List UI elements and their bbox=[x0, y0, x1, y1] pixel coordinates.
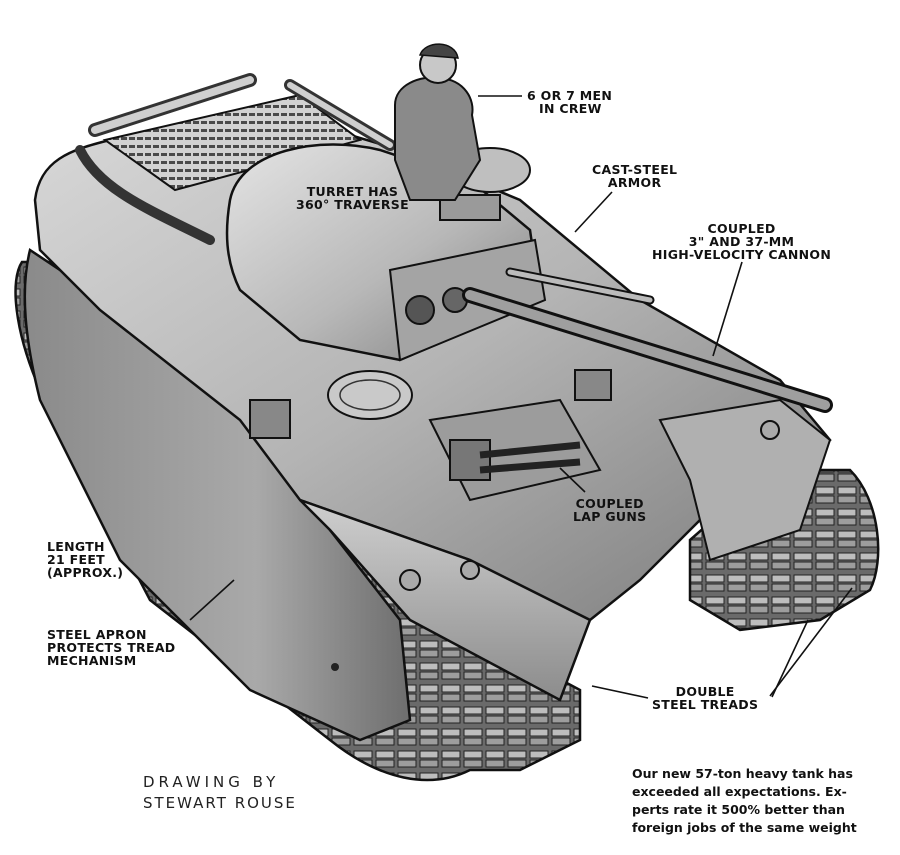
apron-label-line-2: PROTECTS TREAD bbox=[47, 640, 176, 655]
caption-line-2: exceeded all expectations. Ex- bbox=[632, 784, 847, 799]
leader-cannon bbox=[712, 261, 743, 357]
length-label-line-3: (APPROX.) bbox=[47, 565, 124, 580]
turret-label-line-1: TURRET HAS bbox=[306, 184, 399, 199]
apron-label-line-3: MECHANISM bbox=[47, 653, 137, 668]
artist-credit: DRAWING BY STEWART ROUSE bbox=[143, 772, 297, 814]
lap-guns-label-line-1: COUPLED bbox=[575, 496, 644, 511]
cannon-label: COUPLED 3" AND 37-MM HIGH-VELOCITY CANNO… bbox=[652, 222, 831, 261]
leader-lap-guns bbox=[559, 467, 586, 493]
turret-label-line-2: 360° TRAVERSE bbox=[296, 197, 409, 212]
treads-label-line-1: DOUBLE bbox=[675, 684, 735, 699]
turret-label: TURRET HAS 360° TRAVERSE bbox=[296, 185, 409, 211]
leader-treads-left bbox=[591, 685, 649, 699]
crew-label-line-1: 6 OR 7 MEN bbox=[527, 88, 613, 103]
credit-line-1: DRAWING BY bbox=[143, 773, 280, 791]
cannon-label-line-1: COUPLED bbox=[707, 221, 776, 236]
caption-text: Our new 57-ton heavy tank has exceeded a… bbox=[632, 765, 857, 837]
lap-guns-label-line-2: LAP GUNS bbox=[573, 509, 647, 524]
cannon-label-line-2: 3" AND 37-MM bbox=[688, 234, 795, 249]
steel-apron bbox=[23, 247, 412, 742]
crew-label: 6 OR 7 MEN IN CREW bbox=[527, 89, 612, 115]
leader-apron bbox=[189, 579, 235, 621]
armor-label-line-2: ARMOR bbox=[607, 175, 662, 190]
caption-line-3: perts rate it 500% better than bbox=[632, 802, 845, 817]
leader-armor bbox=[574, 191, 613, 233]
crewman-figure bbox=[394, 43, 482, 201]
treads-label: DOUBLE STEEL TREADS bbox=[652, 685, 758, 711]
apron-label-line-1: STEEL APRON bbox=[47, 627, 147, 642]
lap-guns-label: COUPLED LAP GUNS bbox=[573, 497, 646, 523]
treads-label-line-2: STEEL TREADS bbox=[652, 697, 759, 712]
length-label: LENGTH 21 FEET (APPROX.) bbox=[47, 540, 123, 579]
credit-line-2: STEWART ROUSE bbox=[143, 794, 297, 812]
cannon-label-line-3: HIGH-VELOCITY CANNON bbox=[652, 247, 832, 262]
length-label-line-2: 21 FEET bbox=[47, 552, 105, 567]
main-cannon bbox=[462, 267, 833, 413]
caption-line-4: foreign jobs of the same weight bbox=[632, 820, 857, 835]
crew-label-line-2: IN CREW bbox=[539, 101, 602, 116]
armor-label-line-1: CAST-STEEL bbox=[592, 162, 678, 177]
armor-label: CAST-STEEL ARMOR bbox=[592, 163, 677, 189]
leader-treads-right-1 bbox=[769, 587, 853, 697]
caption-line-1: Our new 57-ton heavy tank has bbox=[632, 766, 853, 781]
leader-lines bbox=[189, 95, 853, 699]
apron-label: STEEL APRON PROTECTS TREAD MECHANISM bbox=[47, 628, 175, 667]
leader-treads-right-2 bbox=[771, 619, 809, 698]
length-label-line-1: LENGTH bbox=[47, 539, 105, 554]
